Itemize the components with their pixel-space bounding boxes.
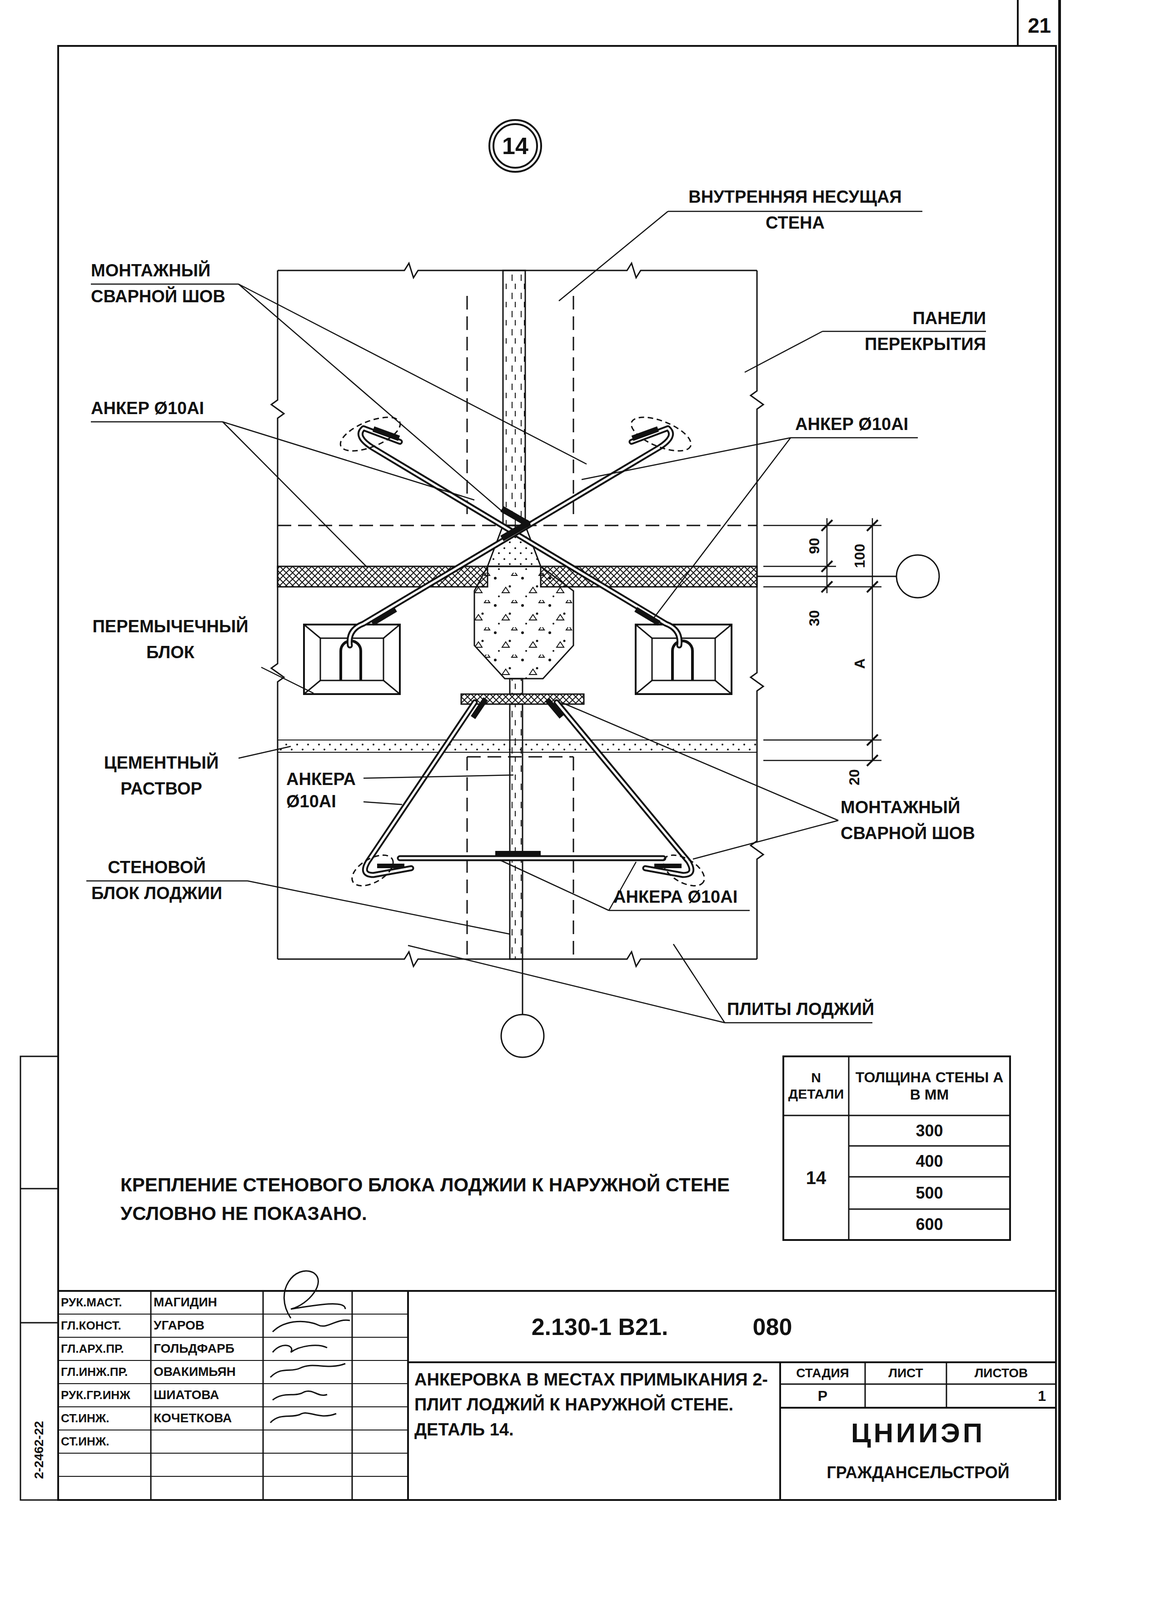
stamp-header: ЛИСТ — [866, 1362, 946, 1383]
table-cell: 500 — [849, 1177, 1010, 1208]
stamp-cell: 1 — [947, 1384, 1046, 1407]
dimension: 90 — [806, 534, 823, 558]
part-label: МОНТАЖНЫЙ СВАРНОЙ ШОВ — [90, 257, 246, 310]
stamp-cell: Р — [781, 1384, 865, 1407]
part-label: АНКЕРА Ø10AI — [613, 883, 738, 910]
role-cell: ГЛ.ИНЖ.ПР. — [60, 1359, 150, 1384]
stamp-header: ЛИСТОВ — [947, 1362, 1056, 1383]
part-label: ПАНЕЛИ ПЕРЕКРЫТИЯ — [849, 305, 986, 358]
page-number: 21 — [1027, 9, 1051, 42]
stamp-header: СТАДИЯ — [781, 1362, 865, 1383]
name-cell: ОВАКИМЬЯН — [153, 1359, 262, 1384]
role-cell: РУК.МАСТ. — [60, 1290, 150, 1314]
table-cell: 300 — [849, 1115, 1010, 1145]
part-label: АНКЕР Ø10AI — [795, 411, 909, 438]
note: КРЕПЛЕНИЕ СТЕНОВОГО БЛОКА ЛОДЖИИ К НАРУЖ… — [120, 1169, 766, 1228]
name-cell: УГАРОВ — [153, 1313, 262, 1337]
role-cell: ГЛ.АРХ.ПР. — [60, 1336, 150, 1360]
dimension: 20 — [846, 765, 863, 789]
role-cell: РУК.ГР.ИНЖ — [60, 1383, 150, 1407]
part-label: МОНТАЖНЫЙ СВАРНОЙ ШОВ — [840, 794, 996, 847]
part-label: АНКЕР Ø10AI — [90, 395, 205, 422]
table-cell: 14 — [784, 1115, 848, 1239]
name-cell: МАГИДИН — [153, 1290, 262, 1314]
part-label: ПЛИТЫ ЛОДЖИЙ — [726, 995, 875, 1022]
part-label: ЦЕМЕНТНЫЙ РАСТВОР — [86, 749, 237, 802]
table-cell: 600 — [849, 1209, 1010, 1239]
name-cell: КОЧЕТКОВА — [153, 1406, 262, 1430]
part-label: ВНУТРЕННЯЯ НЕСУЩАЯ СТЕНА — [667, 184, 923, 236]
table-header: ТОЛЩИНА СТЕНЫ А В ММ — [849, 1056, 1010, 1115]
archive-number: 2-2462-22 — [30, 1415, 48, 1484]
dimension: 100 — [851, 542, 868, 570]
role-cell: СТ.ИНЖ. — [60, 1429, 150, 1453]
part-label: ПЕРЕМЫЧЕЧНЫЙ БЛОК — [86, 613, 255, 666]
drawing-code: 080 — [726, 1304, 818, 1350]
name-cell: ГОЛЬДФАРБ — [153, 1336, 262, 1360]
dimension: 30 — [806, 606, 823, 630]
detail-callout: 14 — [487, 118, 543, 174]
dimension: А — [851, 652, 868, 675]
organization: ГРАЖДАНСЕЛЬСТРОЙ — [781, 1453, 1056, 1491]
drawing-title: АНКЕРОВКА В МЕСТАХ ПРИМЫКАНИЯ 2-ПЛИТ ЛОД… — [414, 1366, 776, 1442]
drawing-code: 2.130-1 В21. — [481, 1304, 718, 1350]
table-cell: 400 — [849, 1146, 1010, 1176]
table-header: N ДЕТАЛИ — [784, 1056, 848, 1115]
organization: ЦНИИЭП — [781, 1410, 1056, 1454]
part-label: АНКЕРА Ø10AI — [286, 767, 378, 813]
role-cell: СТ.ИНЖ. — [60, 1406, 150, 1430]
part-label: СТЕНОВОЙ БЛОК ЛОДЖИИ — [86, 854, 228, 907]
callout-number: 14 — [502, 134, 529, 158]
role-cell: ГЛ.КОНСТ. — [60, 1313, 150, 1337]
name-cell: ШИАТОВА — [153, 1383, 262, 1407]
